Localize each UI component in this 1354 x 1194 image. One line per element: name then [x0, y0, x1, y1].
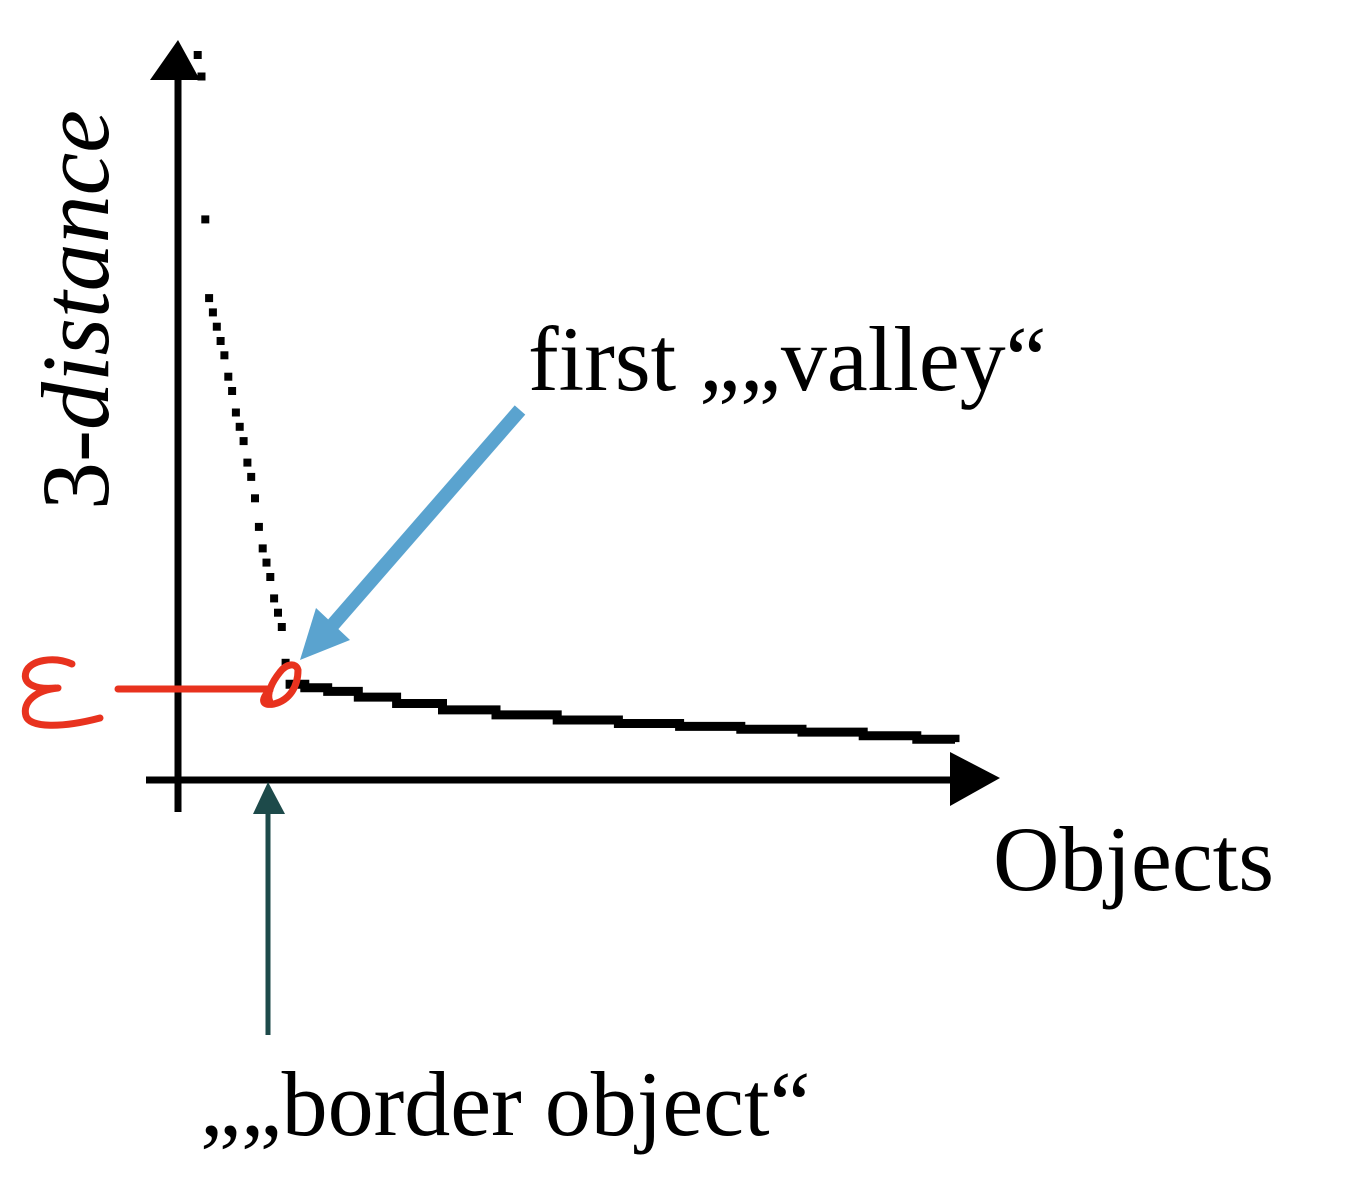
data-point-16 [254, 522, 263, 531]
x-axis-arrowhead [950, 752, 1000, 806]
epsilon-symbol [21, 656, 104, 729]
data-point-12 [239, 437, 248, 446]
data-point-23 [281, 658, 290, 667]
data-point-11 [235, 422, 244, 431]
data-point-14 [247, 472, 256, 481]
data-point-10 [231, 408, 240, 417]
y-axis-label-prefix: 3- [22, 430, 129, 510]
data-point-19 [266, 573, 275, 581]
data-point-2 [201, 215, 210, 224]
data-point-15 [251, 494, 259, 503]
data-point-6 [216, 337, 225, 345]
valley-arrow [300, 405, 526, 660]
y-axis-arrowhead [150, 40, 200, 80]
x-axis-label: Objects [993, 808, 1274, 910]
data-point-18 [262, 558, 271, 567]
data-points [193, 51, 290, 667]
data-point-0 [193, 51, 202, 59]
y-axis-label-emph: distance [22, 110, 129, 430]
data-point-7 [220, 351, 229, 360]
data-point-5 [212, 322, 221, 331]
data-point-4 [208, 308, 217, 317]
data-point-3 [205, 294, 214, 303]
border-object-arrow [253, 782, 285, 1035]
valley-annotation-label: first „„valley“ [528, 308, 1047, 410]
valley-arrow-head [300, 608, 350, 660]
border-arrow-head [253, 782, 285, 814]
data-point-22 [277, 623, 286, 631]
data-point-21 [274, 608, 282, 617]
data-point-9 [228, 387, 237, 395]
y-axis-label: 3-distance [22, 110, 129, 510]
axes [146, 40, 1000, 812]
data-point-20 [270, 594, 279, 603]
valley-arrow-shaft [324, 405, 526, 633]
data-point-17 [258, 544, 267, 553]
distance-curve-tail [285, 679, 960, 744]
epsilon-circle-mark [260, 661, 302, 708]
epsilon-marker [21, 656, 302, 729]
data-point-13 [243, 458, 252, 467]
border-object-label: „„border object“ [200, 1053, 810, 1155]
data-point-1 [197, 72, 206, 81]
data-point-8 [224, 372, 233, 381]
